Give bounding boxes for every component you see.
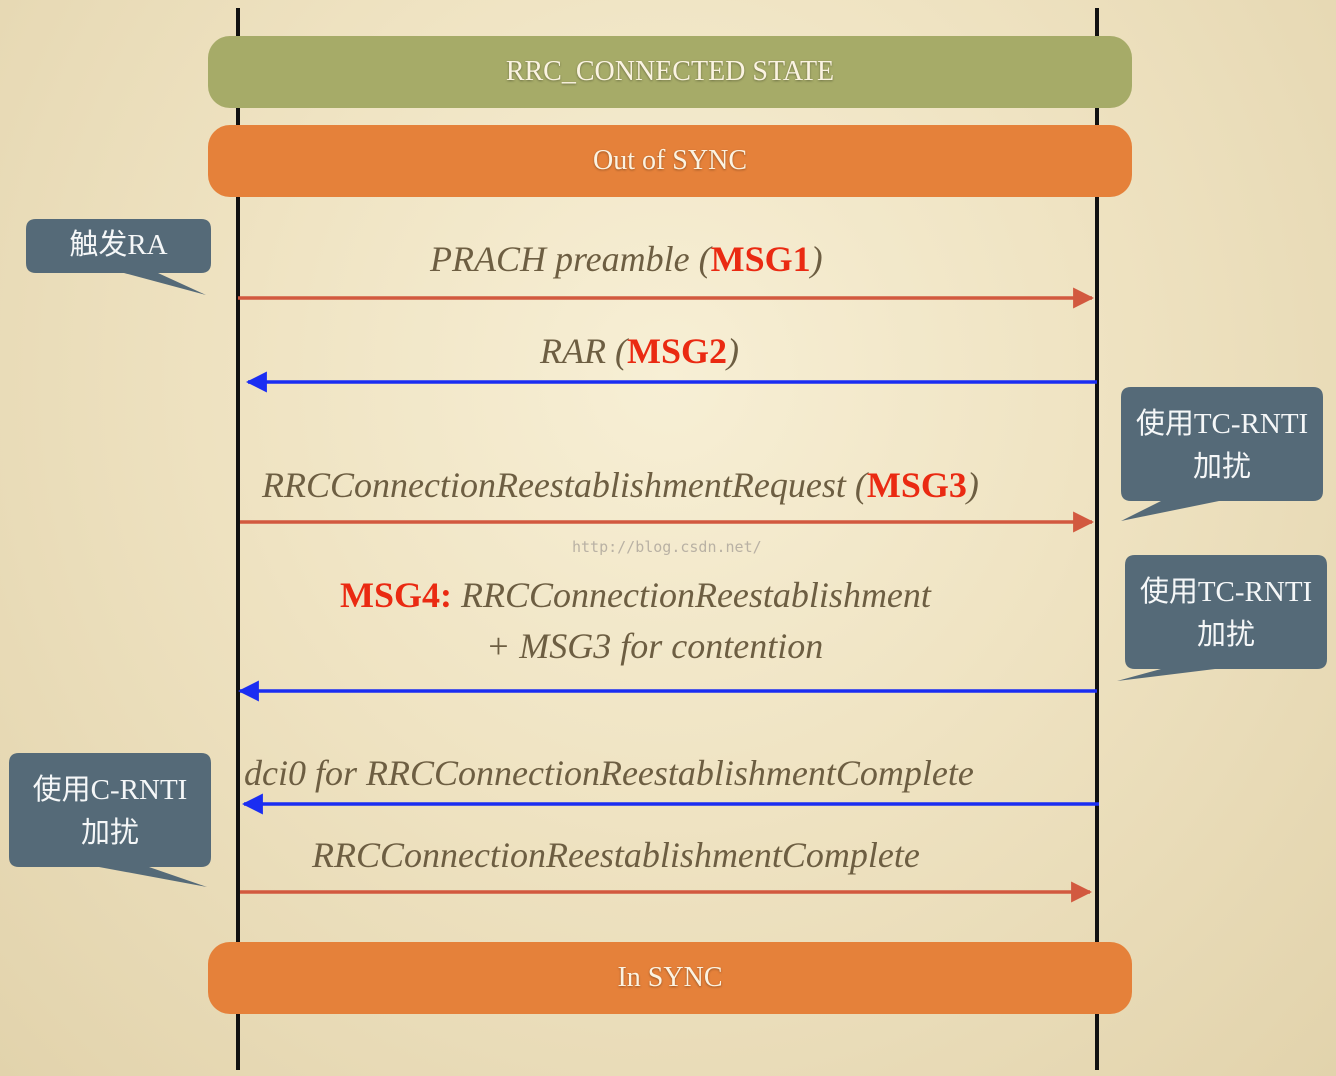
state-out-of-sync: Out of SYNC bbox=[208, 125, 1132, 197]
msg3-text-before: RRCConnectionReestablishmentRequest ( bbox=[262, 465, 867, 505]
ue-lifeline bbox=[236, 8, 240, 1070]
watermark: http://blog.csdn.net/ bbox=[572, 538, 762, 556]
callout-trigger-ra-shape bbox=[26, 219, 211, 295]
msg2-label: RAR (MSG2) bbox=[540, 333, 739, 369]
callout-c-rnti: 使用C-RNTI 加扰 bbox=[9, 753, 211, 889]
state-rrc-connected-label: RRC_CONNECTED STATE bbox=[505, 56, 835, 87]
callout-tc-rnti-1-shape bbox=[1121, 387, 1323, 521]
state-out-of-sync-label: Out of SYNC bbox=[592, 145, 747, 176]
callout-tc-rnti-2: 使用TC-RNTI 加扰 bbox=[1117, 555, 1327, 681]
msg1-text-after: ) bbox=[810, 239, 823, 279]
callout-trigger-ra-text: 触发RA bbox=[69, 229, 168, 261]
dci0-label: dci0 for RRCConnectionReestablishmentCom… bbox=[244, 755, 974, 791]
state-in-sync-label: In SYNC bbox=[617, 962, 723, 993]
msg2-text-after: ) bbox=[726, 331, 739, 371]
msg4-line2-text: + MSG3 for contention bbox=[486, 626, 824, 666]
msg4-label-line1: MSG4: RRCConnectionReestablishment bbox=[340, 577, 931, 613]
msg3-text-after: ) bbox=[966, 465, 979, 505]
complete-text: RRCConnectionReestablishmentComplete bbox=[312, 835, 920, 875]
callout-tc-rnti-1: 使用TC-RNTI 加扰 bbox=[1121, 387, 1323, 522]
callout-c-rnti-line2: 加扰 bbox=[80, 817, 139, 849]
callout-tc-rnti-2-shape bbox=[1117, 555, 1327, 681]
msg2-text-before: RAR ( bbox=[540, 331, 627, 371]
msg4-line1-text: RRCConnectionReestablishment bbox=[452, 575, 931, 615]
complete-label: RRCConnectionReestablishmentComplete bbox=[312, 837, 920, 873]
callout-tc-rnti-1-line2: 加扰 bbox=[1192, 451, 1251, 483]
msg1-tag: MSG1 bbox=[710, 239, 811, 279]
callout-c-rnti-shape bbox=[9, 753, 211, 887]
callout-tc-rnti-2-line2: 加扰 bbox=[1196, 619, 1255, 651]
dci0-text: dci0 for RRCConnectionReestablishmentCom… bbox=[244, 753, 974, 793]
state-rrc-connected: RRC_CONNECTED STATE bbox=[208, 36, 1132, 108]
state-in-sync: In SYNC bbox=[208, 942, 1132, 1014]
msg4-label-line2: + MSG3 for contention bbox=[486, 628, 823, 664]
msg2-tag: MSG2 bbox=[626, 331, 727, 371]
callout-trigger-ra: 触发RA bbox=[26, 219, 211, 297]
msg1-label: PRACH preamble (MSG1) bbox=[430, 241, 823, 277]
callout-tc-rnti-2-line1: 使用TC-RNTI bbox=[1139, 576, 1313, 608]
msg3-label: RRCConnectionReestablishmentRequest (MSG… bbox=[262, 467, 979, 503]
callout-tc-rnti-1-line1: 使用TC-RNTI bbox=[1135, 408, 1309, 440]
enb-lifeline bbox=[1095, 8, 1099, 1070]
msg4-tag: MSG4: bbox=[340, 575, 452, 615]
callout-c-rnti-line1: 使用C-RNTI bbox=[32, 774, 188, 806]
msg1-text-before: PRACH preamble ( bbox=[430, 239, 711, 279]
msg3-tag: MSG3 bbox=[866, 465, 967, 505]
